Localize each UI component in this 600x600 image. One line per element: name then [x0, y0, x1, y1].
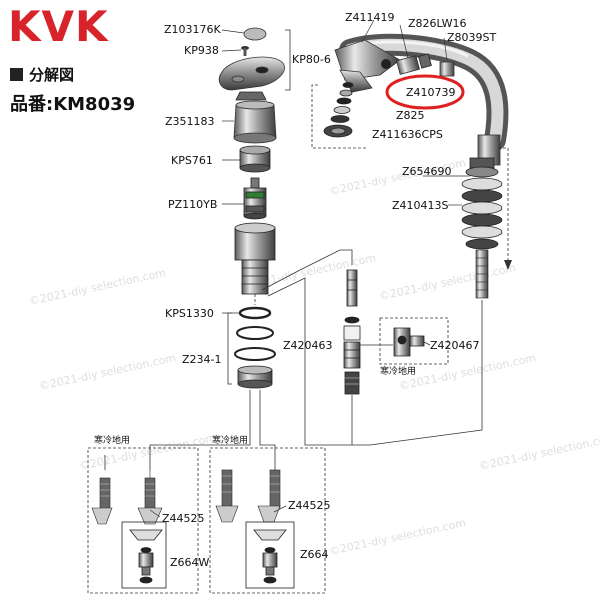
- label-z410413s: Z410413S: [392, 199, 449, 212]
- label-z664: Z664: [300, 548, 329, 561]
- label-kps1330: KPS1330: [165, 307, 214, 320]
- label-z825: Z825: [396, 109, 425, 122]
- cartridge-pz110yb: [243, 177, 267, 220]
- valve-z420467: [393, 327, 425, 357]
- spout-bracket: [311, 84, 368, 149]
- label-z410739: Z410739: [406, 86, 456, 99]
- label-z411419: Z411419: [345, 11, 395, 24]
- strainer-washers: [323, 82, 354, 138]
- model-number: 品番:KM8039: [10, 94, 136, 115]
- spout-head-z411419: [334, 39, 401, 93]
- watermark-text: ©2021-diy selection.com: [38, 351, 177, 393]
- supply-pipes-right: [215, 469, 281, 523]
- label-z654690: Z654690: [402, 165, 452, 178]
- mounting-nut-z234-1: [237, 365, 273, 389]
- hose-threaded-end: [475, 249, 489, 299]
- body-cover-z351183: [233, 100, 277, 144]
- cold-region-box: [87, 447, 199, 594]
- note-cold-region-mid: 寒冷地用: [380, 367, 417, 377]
- watermark-text: ©2021-diy selection.com: [328, 516, 467, 558]
- hose-routing-bracket: [498, 147, 509, 268]
- connector-z420463: [343, 269, 361, 395]
- supply-lines: [149, 438, 251, 470]
- washers-kps1330: [234, 306, 276, 361]
- label-pz110yb: PZ110YB: [168, 198, 218, 211]
- section-title-text: 分解図: [29, 66, 75, 84]
- note-cold-region-right: 寒冷地用: [212, 436, 249, 446]
- routing-line: [261, 249, 353, 291]
- hose-connectors: [381, 53, 455, 77]
- label-kps761: KPS761: [171, 154, 213, 167]
- note-cold-region-left: 寒冷地用: [94, 436, 131, 446]
- label-z351183: Z351183: [165, 115, 215, 128]
- label-z44525-right: Z44525: [288, 499, 331, 512]
- highlight-ring-z410739: [385, 74, 465, 110]
- leader-lines: [149, 19, 470, 518]
- label-z411636cps: Z411636CPS: [372, 128, 443, 141]
- square-bullet-icon: [10, 68, 23, 81]
- label-kp80-6: KP80-6: [292, 53, 331, 66]
- label-z664w: Z664W: [170, 556, 210, 569]
- cold-region-box: [379, 317, 449, 365]
- fitting-z664: [245, 521, 295, 589]
- label-z234-1: Z234-1: [182, 353, 222, 366]
- cap-z103176k: [243, 27, 267, 41]
- watermark-text: ©2021-diy selection.com: [478, 431, 600, 473]
- hose-sleeve-z410413s: [461, 157, 503, 250]
- bracket-z234-1: [227, 312, 232, 385]
- bracket-kp80-6: [285, 29, 291, 91]
- label-z420463: Z420463: [283, 339, 333, 352]
- routing-line: [352, 300, 483, 446]
- watermark-text: ©2021-diy selection.com: [378, 261, 517, 303]
- label-z8039st: Z8039ST: [447, 31, 497, 44]
- supply-lines: [259, 438, 276, 470]
- label-z826lw16: Z826LW16: [408, 17, 467, 30]
- watermark-text: ©2021-diy selection.com: [28, 266, 167, 308]
- brand-logo: KVK: [8, 2, 109, 51]
- valve-body: [234, 222, 276, 295]
- routing-line: [267, 277, 353, 446]
- fitting-z664w: [121, 521, 167, 589]
- watermark-layer: ©2021-diy selection.com ©2021-diy select…: [28, 156, 600, 558]
- label-kp938: KP938: [184, 44, 219, 57]
- label-z420467: Z420467: [430, 339, 480, 352]
- lever-base: [235, 91, 267, 101]
- lever-handle-kp80-6: [218, 56, 285, 91]
- label-z103176k: Z103176K: [164, 23, 221, 36]
- ring-kps761: [239, 145, 271, 173]
- arrow-down-icon: [504, 260, 512, 270]
- watermark-text: ©2021-diy selection.com: [398, 351, 537, 393]
- standard-box: [209, 447, 326, 594]
- screw-kp938: [241, 46, 249, 56]
- supply-pipes-left: [91, 455, 163, 525]
- section-title: 分解図: [10, 68, 74, 83]
- label-z44525-left: Z44525: [162, 512, 205, 525]
